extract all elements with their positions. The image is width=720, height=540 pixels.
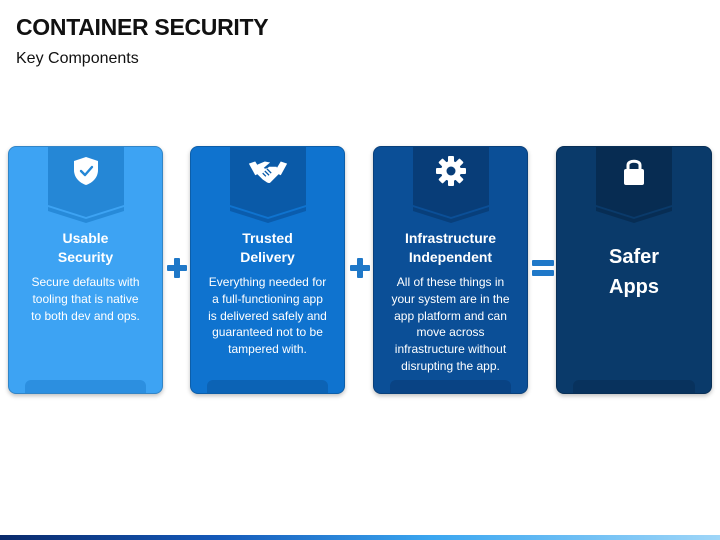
card-usable-security: Usable Security Secure defaults with too… (8, 146, 163, 394)
card-description: Secure defaults with tooling that is nat… (31, 275, 140, 323)
card-badge (594, 147, 674, 223)
card-heading: Infrastructure Independent (404, 230, 497, 265)
card-description: All of these things in your system are i… (391, 275, 510, 373)
card-footer-bar (573, 380, 695, 393)
card-infrastructure-independent: Infrastructure Independent All of these … (373, 146, 528, 394)
bottom-accent-bar (0, 535, 720, 540)
card-description: Everything needed for a full-functioning… (208, 275, 327, 357)
card-footer-bar (207, 380, 328, 393)
page-title: CONTAINER SECURITY (16, 14, 269, 40)
plus-icon (167, 258, 187, 278)
card-safer-apps: Safer Apps (556, 146, 712, 394)
card-heading: Usable Security (57, 230, 114, 265)
page-subtitle: Key Components (16, 50, 139, 67)
card-trusted-delivery: Trusted Delivery Everything needed for a… (190, 146, 345, 394)
card-footer-bar (390, 380, 511, 393)
card-heading: Trusted Delivery (240, 230, 295, 265)
equals-icon (532, 260, 554, 276)
card-big-heading: Safer Apps (608, 246, 660, 298)
card-footer-bar (25, 380, 146, 393)
gear-icon (436, 156, 466, 186)
handshake-icon (248, 161, 288, 184)
lock-icon (624, 159, 644, 185)
card-badge (228, 147, 308, 223)
card-badge (46, 147, 126, 223)
plus-icon (350, 258, 370, 278)
card-badge (411, 147, 491, 223)
shield-check-icon (74, 157, 98, 185)
